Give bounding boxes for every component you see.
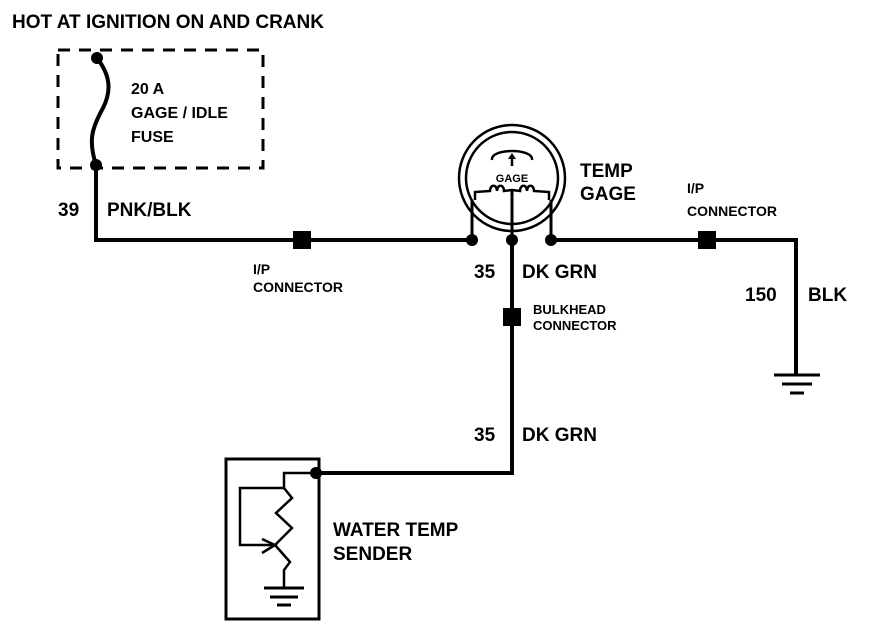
wire-150-color: BLK <box>808 285 847 306</box>
sender-housing <box>224 457 321 621</box>
wire-39-color: PNK/BLK <box>107 200 192 221</box>
wire-150-blk <box>549 238 798 376</box>
wire-35-upper-color: DK GRN <box>522 262 597 283</box>
ip-connector-right-label-1: I/P <box>687 180 704 196</box>
ip-connector-right-label-2: CONNECTOR <box>687 203 777 219</box>
sender-wiper-loop <box>238 486 284 547</box>
wire-39-circuit: 39 <box>58 200 79 221</box>
fuse-terminal-top <box>91 52 103 64</box>
bulkhead-connector <box>503 308 521 326</box>
gage-scale-arc <box>490 149 534 161</box>
wire-39-pnk-blk <box>94 163 474 242</box>
sender-label-1: WATER TEMP <box>333 520 459 541</box>
wire-35-lower-color: DK GRN <box>522 425 597 446</box>
diagram-title: HOT AT IGNITION ON AND CRANK <box>12 12 324 33</box>
wiper-arrow-icon <box>261 537 278 555</box>
ip-connector-left-label-1: I/P <box>253 261 270 277</box>
fuse-block-outline <box>56 48 265 170</box>
gage-terminal-left <box>466 234 478 246</box>
water-temp-sender <box>224 457 322 621</box>
bulkhead-connector-label-1: BULKHEAD <box>533 302 606 317</box>
fuse-name: GAGE / IDLE <box>131 105 228 122</box>
sender-label-2: SENDER <box>333 544 412 565</box>
wire-35-lower-circuit: 35 <box>474 425 496 446</box>
bulkhead-connector-label-2: CONNECTOR <box>533 318 617 333</box>
fuse-icon <box>89 55 111 168</box>
wire-150-circuit: 150 <box>745 285 777 306</box>
gage-name-line1: TEMP <box>580 161 633 182</box>
ground-icon <box>774 373 820 395</box>
fuse-block: 20 A GAGE / IDLE FUSE <box>56 48 265 171</box>
ip-connector-left <box>293 231 311 249</box>
gage-face-label: GAGE <box>496 173 528 185</box>
sender-ground-icon <box>264 586 304 607</box>
temp-gage: GAGE <box>457 123 567 246</box>
gage-name-line2: GAGE <box>580 184 636 205</box>
ip-connector-right <box>698 231 716 249</box>
variable-resistor-icon <box>273 471 316 588</box>
fuse-type: FUSE <box>131 129 174 146</box>
gage-needle-arrow-icon <box>508 153 516 159</box>
fuse-rating: 20 A <box>131 81 165 98</box>
wire-35-upper-circuit: 35 <box>474 262 496 283</box>
ip-connector-left-label-2: CONNECTOR <box>253 279 343 295</box>
